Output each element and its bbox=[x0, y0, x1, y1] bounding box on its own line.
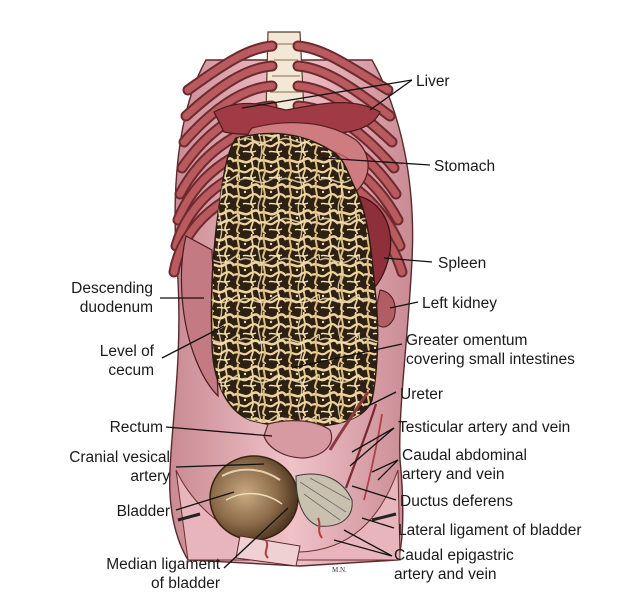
label-line: Ureter bbox=[400, 386, 443, 403]
descending-duodenum bbox=[180, 235, 219, 398]
median-ligament bbox=[235, 535, 301, 567]
rib-highlight bbox=[184, 42, 276, 94]
label-testicular-artery-vein: Testicular artery and vein bbox=[398, 419, 570, 436]
artist-signature: M.N. bbox=[332, 566, 347, 574]
label-line: Caudal epigastric bbox=[394, 547, 514, 564]
label-line: cecum bbox=[108, 362, 154, 379]
rib-highlight bbox=[294, 42, 392, 94]
rectum bbox=[263, 420, 333, 459]
label-line: duodenum bbox=[80, 299, 153, 316]
abdominal-wall-lower bbox=[175, 469, 401, 561]
label-lateral-ligament-bladder: Lateral ligament of bladder bbox=[398, 522, 582, 539]
label-line: artery and vein bbox=[394, 566, 497, 583]
label-bladder: Bladder bbox=[117, 503, 170, 520]
label-line: Spleen bbox=[438, 255, 486, 272]
label-line: Testicular artery and vein bbox=[398, 419, 570, 436]
label-line: covering small intestines bbox=[406, 351, 575, 368]
label-line: Stomach bbox=[434, 158, 495, 175]
label-line: artery bbox=[130, 468, 170, 485]
label-line: Descending bbox=[71, 280, 153, 297]
ureter-line bbox=[328, 391, 370, 451]
label-line: Rectum bbox=[110, 419, 163, 436]
label-greater-omentum: Greater omentum covering small intestines bbox=[406, 332, 575, 368]
bladder bbox=[209, 455, 299, 541]
label-line: Median ligament bbox=[106, 556, 220, 573]
rib-highlight bbox=[182, 62, 276, 120]
label-descending-duodenum: Descending duodenum bbox=[71, 280, 153, 316]
label-ureter: Ureter bbox=[400, 386, 443, 403]
rib-highlight bbox=[180, 82, 276, 146]
label-spleen: Spleen bbox=[438, 255, 486, 272]
label-line: Ductus deferens bbox=[400, 493, 513, 510]
label-line: artery and vein bbox=[402, 466, 505, 483]
label-line: Left kidney bbox=[422, 295, 497, 312]
leader-lines bbox=[160, 79, 433, 569]
lateral-ligament bbox=[295, 473, 353, 527]
label-stomach: Stomach bbox=[434, 158, 495, 175]
label-median-ligament-bladder: Median ligament of bladder bbox=[106, 556, 220, 592]
label-line: Greater omentum bbox=[406, 332, 527, 349]
label-line: Bladder bbox=[117, 503, 170, 520]
label-left-kidney: Left kidney bbox=[422, 295, 497, 312]
label-line: Level of bbox=[100, 343, 155, 360]
label-level-of-cecum: Level of cecum bbox=[100, 343, 155, 379]
label-liver: Liver bbox=[416, 73, 450, 90]
label-line: of bladder bbox=[151, 575, 220, 592]
label-caudal-abdominal-artery-vein: Caudal abdominal artery and vein bbox=[402, 447, 527, 483]
rib-cage bbox=[168, 31, 408, 278]
label-caudal-epigastric-artery-vein: Caudal epigastric artery and vein bbox=[394, 547, 514, 583]
label-line: Caudal abdominal bbox=[402, 447, 527, 464]
label-line: Lateral ligament of bladder bbox=[398, 522, 582, 539]
rib-highlight bbox=[294, 62, 394, 120]
label-cranial-vesical-artery: Cranial vesical artery bbox=[69, 449, 170, 485]
label-line: Liver bbox=[416, 73, 450, 90]
label-rectum: Rectum bbox=[110, 419, 163, 436]
label-ductus-deferens: Ductus deferens bbox=[400, 493, 513, 510]
label-line: Cranial vesical bbox=[69, 449, 170, 466]
